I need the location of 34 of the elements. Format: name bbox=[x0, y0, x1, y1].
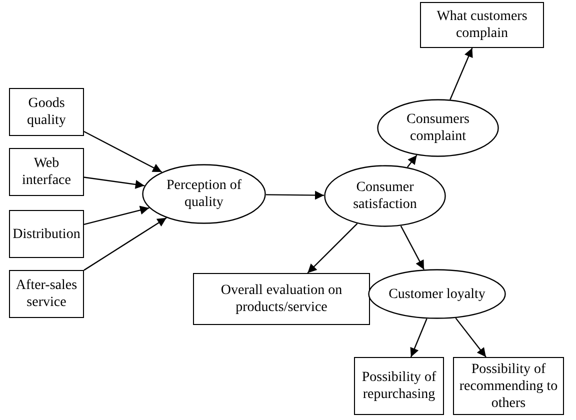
arrow bbox=[84, 176, 145, 189]
arrow bbox=[266, 190, 324, 200]
node-label: Goods quality bbox=[26, 95, 67, 129]
process-box bbox=[9, 148, 84, 196]
node-label: Consumers complaint bbox=[406, 111, 470, 145]
process-box bbox=[420, 2, 544, 48]
node-label: Possibility of repurchasing bbox=[360, 369, 438, 403]
arrow bbox=[84, 206, 150, 226]
ellipse-node bbox=[368, 269, 506, 319]
node-label: Overall evaluation on products/service bbox=[220, 282, 344, 316]
node-label: Web interface bbox=[21, 155, 72, 189]
arrow bbox=[455, 318, 486, 358]
node-label: Customer loyalty bbox=[388, 286, 486, 302]
node-label: Perception of quality bbox=[165, 177, 243, 211]
process-box bbox=[354, 357, 444, 415]
arrow bbox=[407, 154, 418, 168]
arrow bbox=[84, 217, 167, 271]
node-label: After-sales service bbox=[14, 277, 78, 311]
arrow bbox=[400, 226, 424, 270]
node-label: What customers complain bbox=[436, 8, 528, 42]
node-label: Consumer satisfaction bbox=[352, 179, 418, 213]
arrow bbox=[450, 48, 473, 100]
node-label: Possibility of recommending to others bbox=[458, 360, 559, 412]
arrow bbox=[410, 318, 428, 358]
process-box bbox=[9, 210, 84, 258]
ellipse-node bbox=[377, 99, 499, 157]
process-box bbox=[9, 88, 84, 136]
ellipse-node bbox=[324, 165, 446, 227]
arrow bbox=[307, 223, 358, 274]
process-box bbox=[193, 273, 370, 325]
process-box bbox=[9, 270, 84, 318]
node-label: Distribution bbox=[12, 226, 80, 242]
ellipse-node bbox=[142, 164, 266, 224]
arrow bbox=[84, 131, 162, 173]
